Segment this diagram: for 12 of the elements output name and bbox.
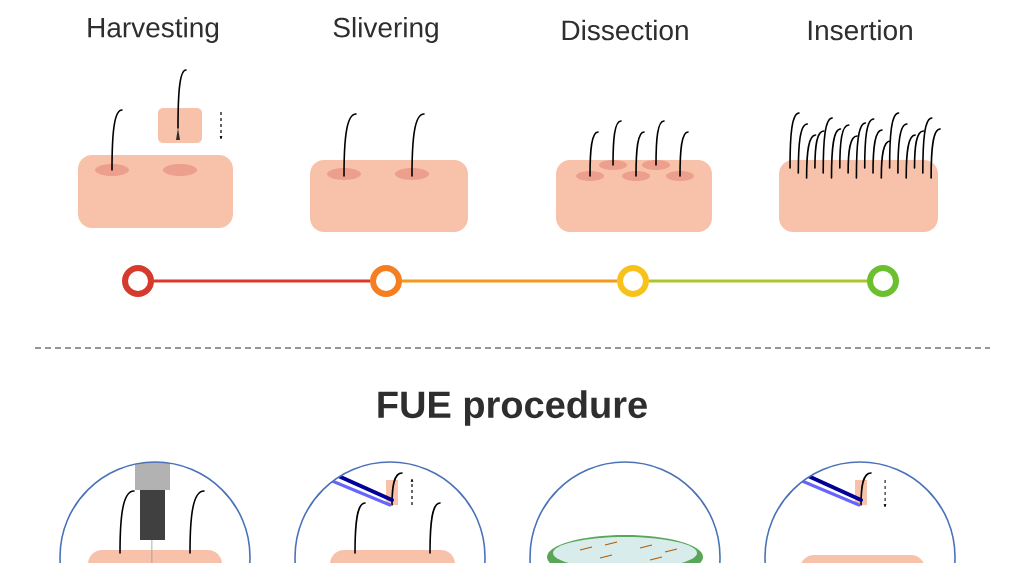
connector-line [154,279,370,283]
step-marker [122,265,154,297]
step-label: Insertion [808,19,912,41]
connector-line [649,279,867,283]
connector-line [402,279,617,283]
step-marker [370,265,402,297]
step-label: Dissection [562,19,688,41]
step-marker [867,265,899,297]
step-label: Harvesting [88,16,219,44]
step-marker [617,265,649,297]
step-label: Slivering [333,16,438,44]
section-heading: FUE procedure [378,390,647,426]
